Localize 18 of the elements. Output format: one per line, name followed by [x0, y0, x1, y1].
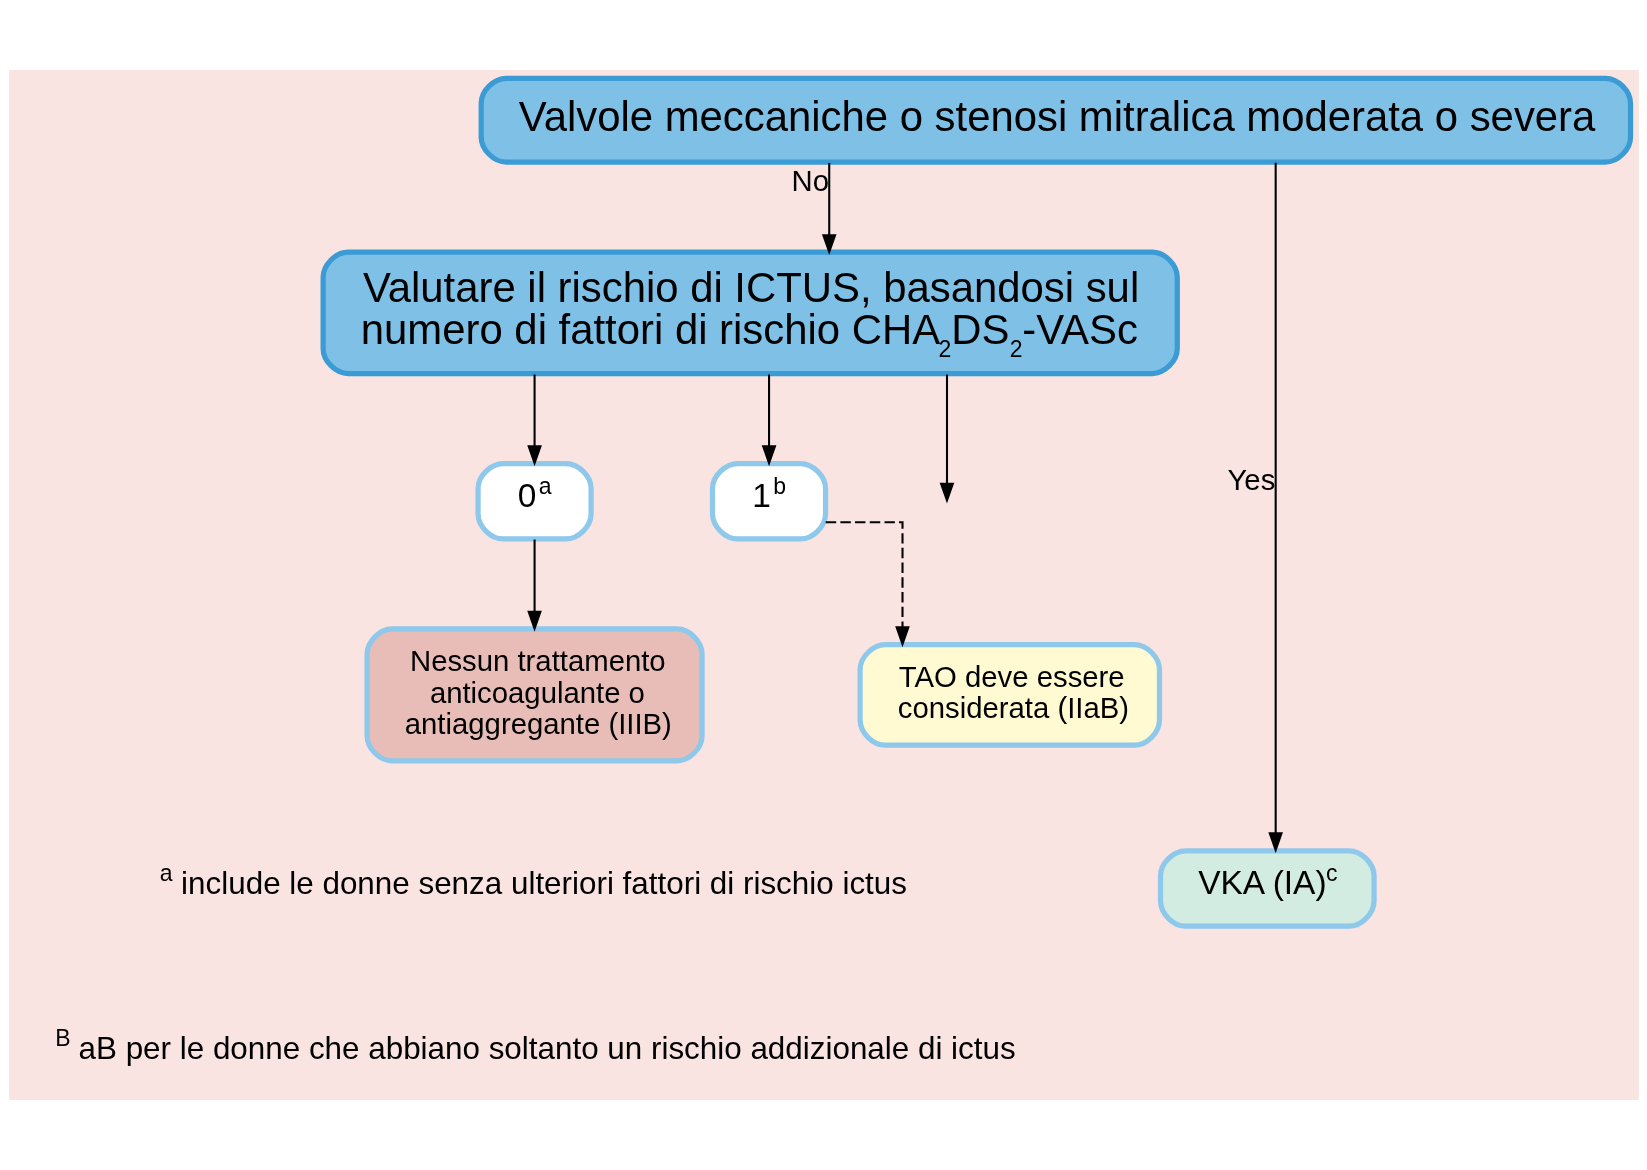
arrow — [939, 374, 954, 504]
arrow — [1267, 162, 1283, 854]
node-box: Nessun trattamento anticoagulante o antiaggregante (IIIB) — [363, 626, 705, 764]
arrow — [526, 374, 542, 467]
edge-label: No — [791, 164, 829, 198]
node-box: 1$^{b}$ — [709, 460, 828, 542]
node-box: Valutare il rischio di ICTUS, basandosi sul numero di fattori di rischio CHA$_{2}$DS$_{2}$-VASc — [320, 249, 1180, 377]
label: $^{B}$ aB per le donne che abbiano soltanto un rischio addizionale di ictus — [54, 1025, 1016, 1067]
node-box: TAO deve essere considerata (IIaB) — [857, 642, 1162, 748]
arrow — [761, 374, 776, 467]
arrow — [825, 521, 910, 648]
arrow — [526, 539, 542, 632]
arrow — [821, 163, 837, 256]
label: $^{a}$ include le donne senza ulteriori fattori di rischio ictus — [159, 859, 907, 901]
node-box: 0$^{a}$ — [474, 460, 594, 542]
edge-label: Yes — [1227, 462, 1275, 496]
node-box: Valvole meccaniche o stenosi mitralica moderata o severa — [478, 75, 1633, 165]
node-box: VKA (IA)$^{c}$ — [1157, 848, 1377, 929]
